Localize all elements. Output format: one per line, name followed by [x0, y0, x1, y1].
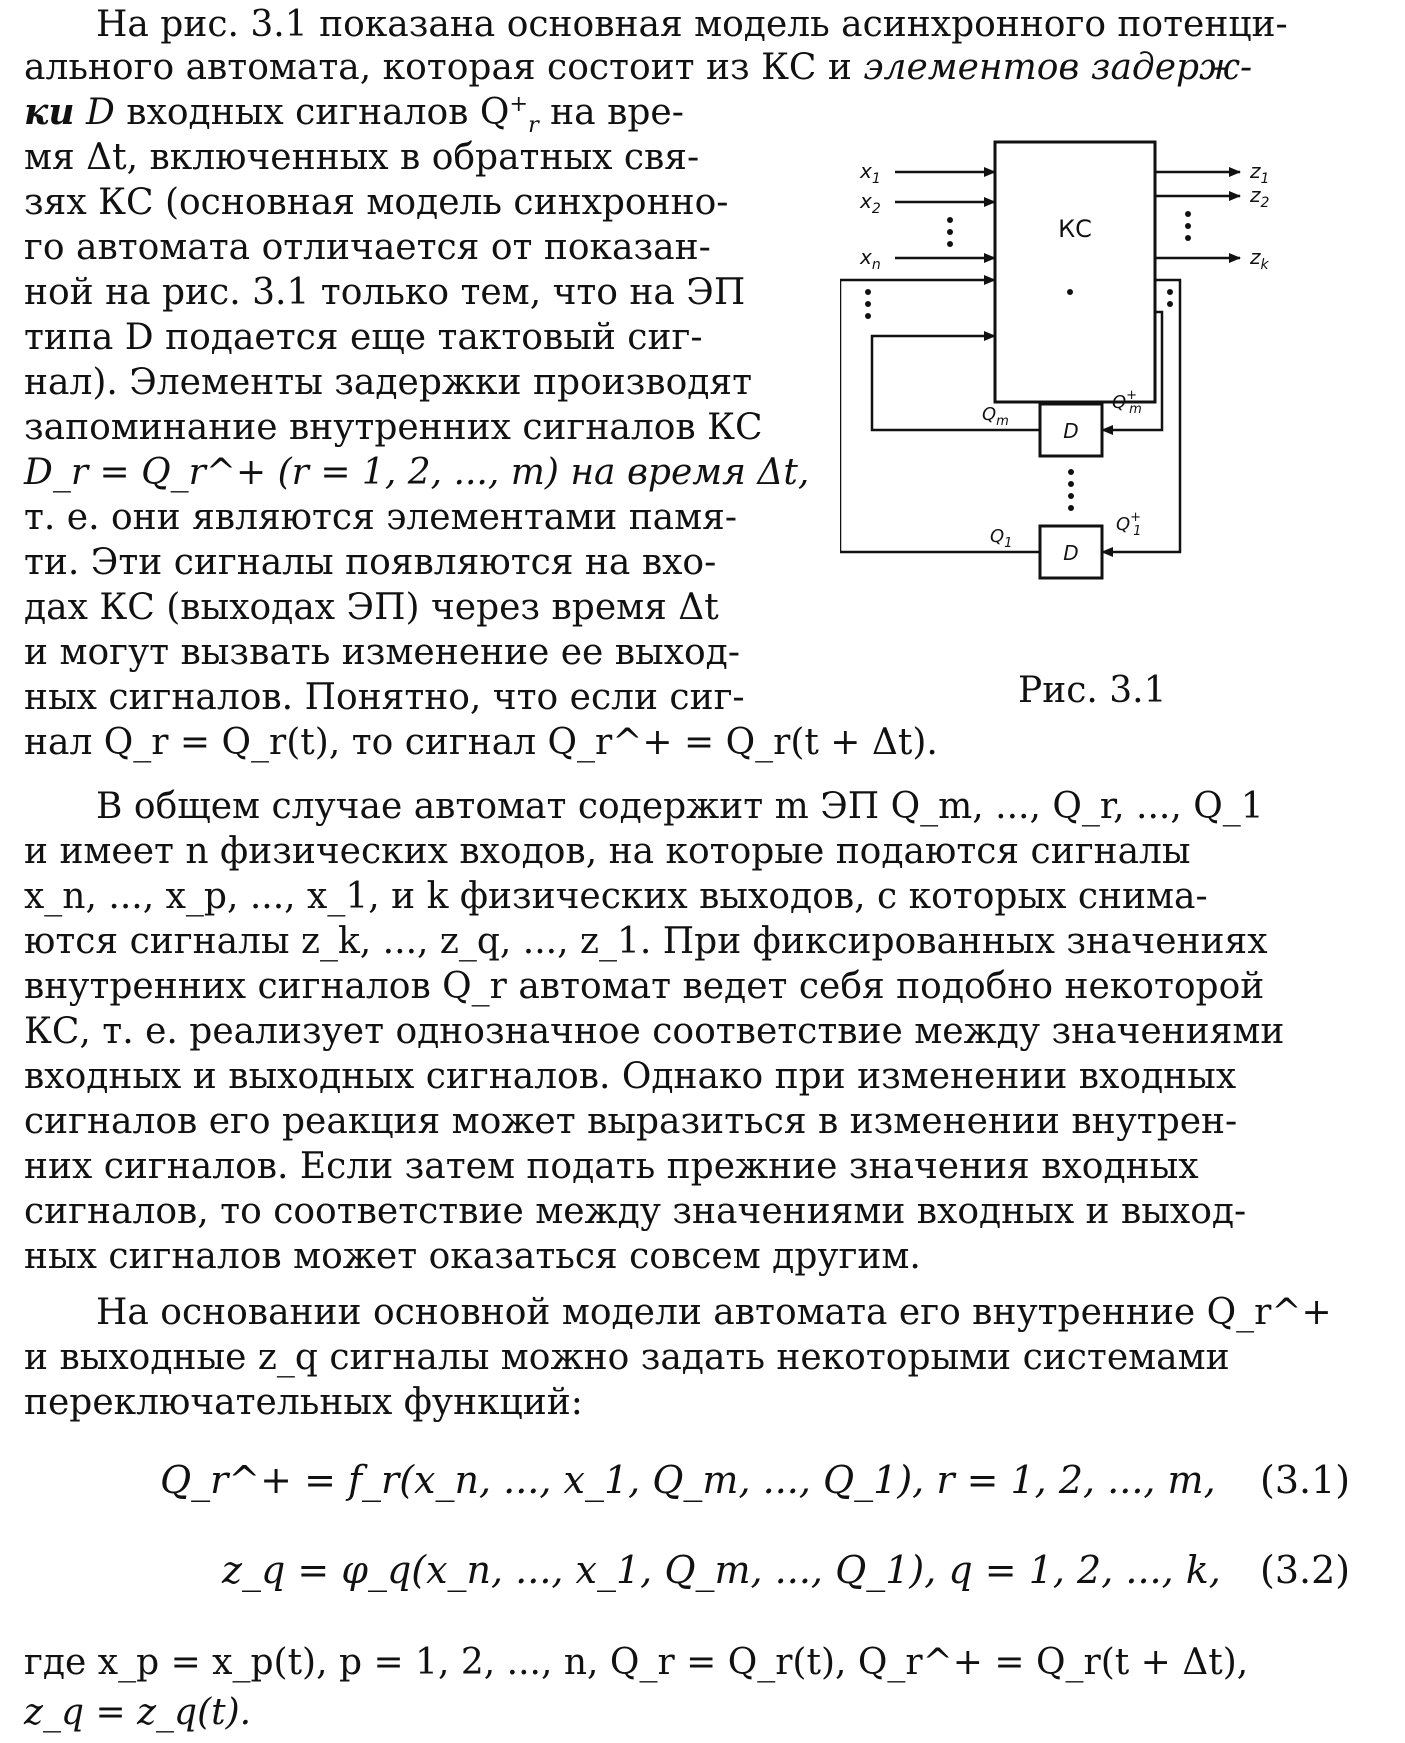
label-qm-plus: Q+m [1112, 388, 1142, 417]
label-q1: Q1 [990, 526, 1012, 551]
output-label-zk: zk [1249, 245, 1270, 273]
para2-line11: ных сигналов может оказаться совсем друг… [24, 1236, 921, 1277]
feedback-loop-qm-out [1101, 310, 1164, 435]
para1-line7: ной на рис. 3.1 только тем, что на ЭП [24, 272, 746, 313]
feedback-loop-q1-out [1101, 278, 1182, 557]
equation-number-3-1: (3.1) [1260, 1458, 1351, 1502]
para1-line12: т. е. они являются элементами памя- [24, 497, 738, 538]
para4-line1: где x_p = x_p(t), p = 1, 2, ..., n, Q_r … [24, 1642, 1249, 1683]
feedback-loop-q1-in [840, 275, 1040, 554]
para2-line2: и имеет n физических входов, на которые … [24, 831, 1191, 872]
para1-line10: запоминание внутренних сигналов КС [24, 407, 763, 448]
para1-line16: ных сигналов. Понятно, что если сиг- [24, 677, 745, 718]
para1-line5: зях КС (основная модель синхронно- [24, 182, 729, 223]
para1-line9: нал). Элементы задержки производят [24, 362, 753, 403]
para1-line14: дах КС (выходах ЭП) через время Δt [24, 587, 719, 628]
para1-line17: нал Q_r = Q_r(t), то сигнал Q_r^+ = Q_r(… [24, 722, 938, 763]
para4-line2: z_q = z_q(t). [24, 1692, 252, 1733]
para1-line2-text: ального автомата, которая состоит из КС … [24, 47, 864, 88]
para1-line8: типа D подается еще тактовый сиг- [24, 317, 703, 358]
output-dots [1185, 211, 1191, 241]
para1-line2: ального автомата, которая состоит из КС … [24, 45, 1252, 90]
feedback-loop-qm-in [870, 331, 1040, 432]
kc-block-label: КС [1058, 215, 1092, 243]
figure-caption: Рис. 3.1 [1018, 670, 1167, 711]
para3-line2: и выходные z_q сигналы можно задать неко… [24, 1337, 1230, 1378]
symbol-d: D [74, 92, 115, 133]
kc-block [993, 140, 1157, 404]
para1-line6: го автомата отличается от показан- [24, 227, 711, 268]
italic-term-ki: ки [24, 91, 75, 133]
italic-term-delay-elements: элементов задерж- [863, 47, 1253, 88]
para2-line3: x_n, ..., x_p, ..., x_1, и k физических … [24, 876, 1208, 917]
input-dots [947, 217, 953, 247]
sup-plus: + [509, 91, 529, 117]
para1-line15: и могут вызвать изменение ее выход- [24, 632, 741, 673]
para1-line4: мя Δt, включенных в обратных свя- [24, 137, 700, 178]
delay-block-1 [1038, 524, 1104, 580]
delay-block-m-label: D [1063, 419, 1078, 443]
feedback-left-dots [865, 289, 871, 319]
para3-line1: На основании основной модели автомата ег… [96, 1292, 1332, 1333]
output-label-z2: z2 [1249, 183, 1270, 211]
input-label-xn: xn [859, 245, 881, 273]
delay-block-1-label: D [1063, 541, 1078, 565]
equation-3-2: z_q = φ_q(x_n, ..., x_1, Q_m, ..., Q_1),… [222, 1548, 1221, 1592]
label-q1-plus: Q+1 [1116, 510, 1141, 539]
equation-number-3-2: (3.2) [1260, 1548, 1351, 1592]
para1-line3: ки D входных сигналов Q+r на вре- [24, 90, 684, 139]
para3-line3: переключательных функций: [24, 1382, 583, 1423]
para1-line3-text: входных сигналов Q [114, 92, 510, 133]
input-label-x1: x1 [859, 159, 881, 187]
para1-line11: D_r = Q_r^+ (r = 1, 2, ..., m) на время … [24, 452, 810, 493]
figure-3-1-diagram: КС x1 x2 xn z1 z2 zk [840, 140, 1270, 580]
para1-line1: На рис. 3.1 показана основная модель аси… [96, 4, 1288, 45]
para2-line4: ются сигналы z_k, ..., z_q, ..., z_1. Пр… [24, 921, 1268, 962]
delay-block-m [1038, 402, 1104, 458]
para2-line1: В общем случае автомат содержит m ЭП Q_m… [96, 786, 1264, 827]
para2-line8: сигналов его реакция может выразиться в … [24, 1101, 1238, 1142]
label-qm: Qm [982, 404, 1009, 429]
sub-r: r [528, 112, 539, 139]
para2-line9: них сигналов. Если затем подать прежние … [24, 1146, 1199, 1187]
para2-line5: внутренних сигналов Q_r автомат ведет се… [24, 966, 1265, 1007]
para2-line7: входных и выходных сигналов. Однако при … [24, 1056, 1237, 1097]
para1-line3-tail: на вре- [538, 92, 684, 133]
para2-line10: сигналов, то соответствие между значения… [24, 1191, 1247, 1232]
feedback-right-dots [1067, 289, 1173, 307]
input-label-x2: x2 [859, 189, 881, 217]
equation-3-1: Q_r^+ = f_r(x_n, ..., x_1, Q_m, ..., Q_1… [160, 1458, 1216, 1502]
para2-line6: КС, т. е. реализует однозначное соответс… [24, 1011, 1285, 1052]
para1-line13: ти. Эти сигналы появляются на вхо- [24, 542, 717, 583]
delay-dots [1068, 469, 1074, 511]
